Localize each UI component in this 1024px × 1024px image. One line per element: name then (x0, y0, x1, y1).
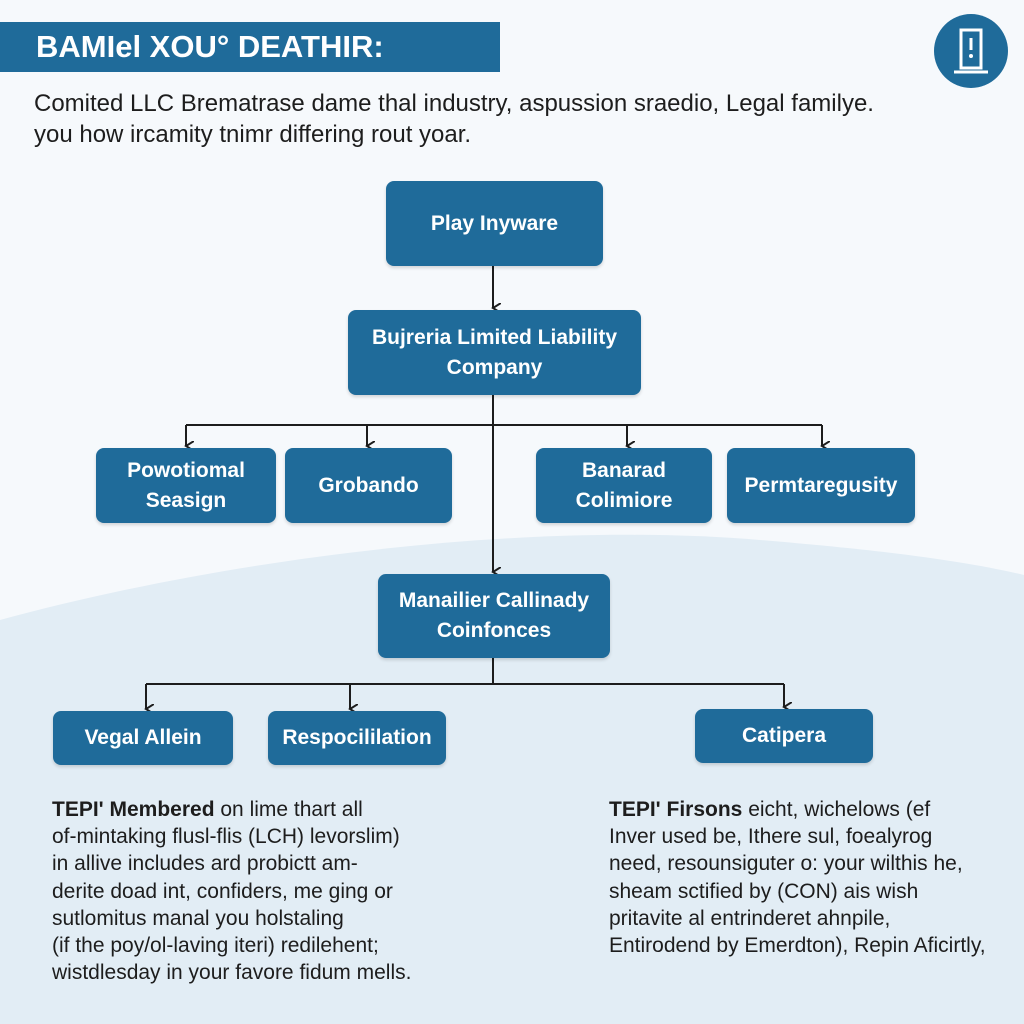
node-leaf-3: Catipera (695, 709, 873, 763)
note-right-line: Entirodend by Emerdton), Repin Aficirtly… (609, 934, 986, 958)
node-manager-label-line: Manailier Callinady (398, 589, 590, 612)
note-right-line: sheam sctified by (CON) ais wish (609, 879, 919, 903)
node-leaf-1-label: Vegal Allein (84, 726, 202, 749)
note-left-line: wistdlesday in your favore fidum mells. (52, 961, 412, 985)
node-branch-4: Permtaregusity (727, 448, 915, 523)
node-leaf-3-label: Catipera (741, 724, 827, 747)
note-left-line: sutlomitus manal you holstaling (52, 906, 344, 930)
note-left-line: of-mintaking flusl-flis (LCH) levorslim) (52, 825, 400, 849)
node-company-label-line: Company (446, 355, 543, 379)
node-branch-3-label-line: Banarad (581, 458, 666, 482)
page-title: BAMIel XOU° DEATHIR: (0, 22, 500, 72)
node-branch-1: Powotiomal Seasign (96, 448, 276, 523)
note-left-heading: TEPI' Membered (52, 798, 215, 821)
intro-line: you how ircamity tnimr differing rout yo… (34, 121, 472, 148)
column-monument-icon (934, 14, 1008, 88)
node-manager-label-line: Coinfonces (436, 619, 552, 642)
note-left-line: on lime thart all (214, 798, 363, 821)
note-right-heading: TEPI' Firsons (609, 798, 743, 821)
intro-text: Comited LLC Brematrase dame thal industr… (34, 88, 994, 150)
node-leaf-2-label: Respocililation (282, 726, 432, 749)
node-root-label: Play Inyware (430, 211, 559, 235)
node-branch-1-label-line: Powotiomal (127, 458, 245, 482)
node-company: Bujreria Limited Liability Company (348, 310, 641, 395)
node-company-label-line: Bujreria Limited Liability (371, 325, 618, 349)
intro-line: Comited LLC Brematrase dame thal industr… (34, 90, 874, 117)
node-branch-3-label-line: Colimiore (575, 488, 673, 512)
note-left-line: derite doad int, confiders, me ging or (52, 879, 393, 903)
note-right-line: pritavite al entrinderet ahnpile, (609, 906, 891, 930)
note-left: TEPI' Membered on lime thart all of-mint… (52, 796, 472, 986)
node-root: Play Inyware (386, 181, 603, 266)
note-left-line: (if the poy/ol-laving iteri) redilehent; (52, 934, 379, 958)
node-branch-4-label: Permtaregusity (744, 473, 898, 497)
node-manager: Manailier Callinady Coinfonces (378, 574, 610, 658)
note-left-line: in allive includes ard probictt am- (52, 852, 358, 876)
node-branch-2-label: Grobando (318, 473, 419, 497)
node-leaf-2: Respocililation (268, 711, 446, 765)
node-branch-3: Banarad Colimiore (536, 448, 712, 523)
note-right-line: Inver used be, Ithere sul, foealyrog (609, 825, 933, 849)
node-branch-1-label-line: Seasign (145, 488, 227, 512)
note-right: TEPI' Firsons eicht, wichelows (ef Inver… (609, 796, 1014, 959)
node-branch-2: Grobando (285, 448, 452, 523)
note-right-line: need, resounsiguter o: your wilthis he, (609, 852, 963, 876)
note-right-line: eicht, wichelows (ef (742, 798, 931, 821)
node-leaf-1: Vegal Allein (53, 711, 233, 765)
